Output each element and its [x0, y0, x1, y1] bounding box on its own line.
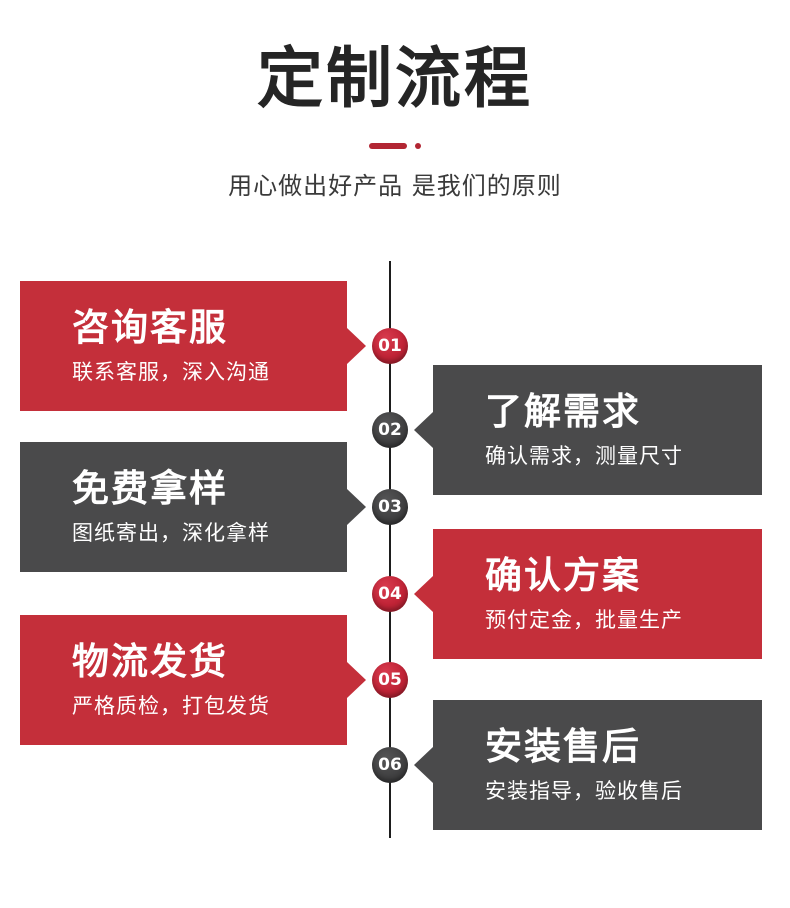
step-desc: 图纸寄出，深化拿样 — [72, 521, 270, 546]
arrow-right-icon — [347, 489, 366, 525]
step-box-05: 物流发货 严格质检，打包发货 — [20, 615, 366, 745]
step-number-badge-03: 03 — [372, 489, 408, 525]
step-number-badge-05: 05 — [372, 662, 408, 698]
arrow-left-icon — [414, 747, 433, 783]
page-title: 定制流程 — [257, 40, 533, 117]
arrow-left-icon — [414, 412, 433, 448]
step-desc: 严格质检，打包发货 — [72, 694, 270, 719]
step-box-04: 确认方案 预付定金，批量生产 — [414, 529, 762, 659]
step-number-badge-01: 01 — [372, 328, 408, 364]
step-box-03: 免费拿样 图纸寄出，深化拿样 — [20, 442, 366, 572]
step-number-badge-02: 02 — [372, 412, 408, 448]
arrow-left-icon — [414, 576, 433, 612]
step-title: 咨询客服 — [72, 305, 228, 349]
arrow-right-icon — [347, 328, 366, 364]
timeline-line — [389, 261, 391, 838]
step-desc: 预付定金，批量生产 — [485, 608, 683, 633]
step-title: 确认方案 — [485, 553, 641, 597]
step-box-02: 了解需求 确认需求，测量尺寸 — [414, 365, 762, 495]
page-subtitle: 用心做出好产品 是我们的原则 — [228, 172, 562, 200]
step-desc: 联系客服，深入沟通 — [72, 360, 270, 385]
title-divider-dash — [369, 143, 407, 149]
step-title: 物流发货 — [72, 639, 228, 683]
step-desc: 确认需求，测量尺寸 — [485, 444, 683, 469]
step-box-01: 咨询客服 联系客服，深入沟通 — [20, 281, 366, 411]
title-divider-dot-icon — [415, 143, 421, 149]
step-desc: 安装指导，验收售后 — [485, 779, 683, 804]
step-number-badge-04: 04 — [372, 576, 408, 612]
arrow-right-icon — [347, 662, 366, 698]
step-title: 免费拿样 — [72, 466, 228, 510]
step-number-badge-06: 06 — [372, 747, 408, 783]
step-title: 了解需求 — [485, 389, 641, 433]
step-title: 安装售后 — [485, 724, 641, 768]
step-box-06: 安装售后 安装指导，验收售后 — [414, 700, 762, 830]
